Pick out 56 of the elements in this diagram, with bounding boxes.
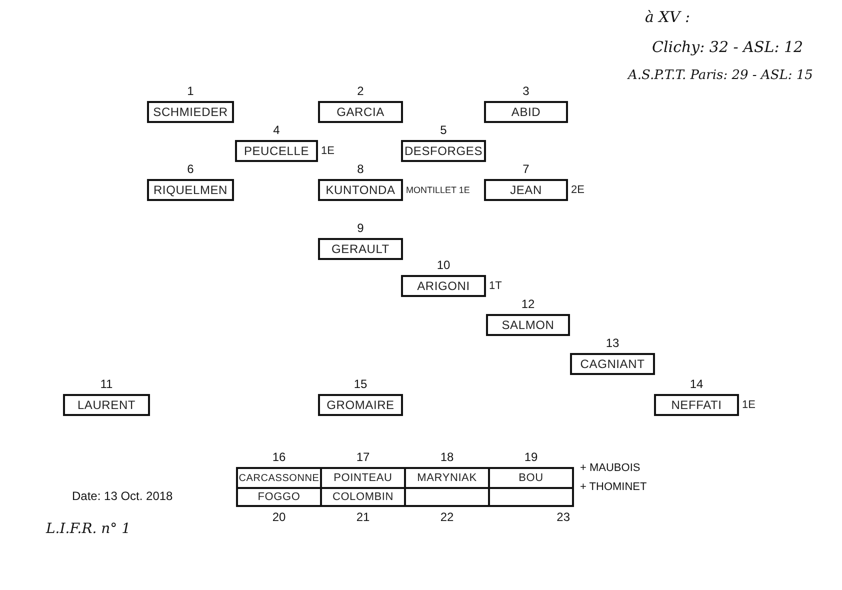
player-name: BOU [518, 472, 544, 484]
player-name: FOGGO [258, 491, 300, 503]
jersey-number: 3 [522, 84, 530, 98]
jersey-number: 16 [271, 450, 287, 464]
substitute-name: + THOMINET [580, 481, 647, 493]
player-name: RIQUELMEN [153, 183, 228, 197]
player-name: PEUCELLE [244, 144, 310, 158]
jersey-number: 4 [272, 123, 281, 137]
jersey-number: 20 [271, 510, 287, 524]
player-name: ARIGONI [417, 279, 470, 293]
player-name: POINTEAU [334, 472, 392, 484]
substitute-name: + MAUBOIS [580, 462, 640, 474]
match-date: Date: 13 Oct. 2018 [72, 489, 173, 503]
jersey-number: 9 [356, 221, 365, 235]
player-name: MARYNIAK [417, 472, 477, 484]
jersey-number: 21 [355, 510, 371, 524]
player-name: NEFFATI [671, 398, 722, 412]
jersey-number: 14 [688, 377, 704, 391]
jersey-number: 15 [352, 377, 368, 391]
jersey-number: 22 [439, 510, 455, 524]
jersey-number: 6 [186, 162, 195, 176]
section-heading: à XV : [645, 8, 690, 26]
jersey-number: 8 [356, 162, 365, 176]
player-name: COLOMBIN [332, 491, 394, 503]
side-note: 1E [321, 144, 334, 156]
jersey-number: 11 [99, 377, 114, 391]
player-name: CARCASSONNE [238, 472, 320, 484]
match-score: A.S.P.T.T. Paris: 29 - ASL: 15 [628, 68, 813, 83]
player-name: JEAN [510, 183, 542, 197]
league-reference: L.I.F.R. n° 1 [46, 521, 131, 537]
match-score: Clichy: 32 - ASL: 12 [652, 38, 804, 56]
jersey-number: 12 [520, 297, 536, 311]
player-name: SCHMIEDER [153, 105, 228, 119]
player-name: KUNTONDA [326, 183, 396, 197]
player-name: SALMON [502, 318, 554, 332]
jersey-number: 13 [604, 336, 620, 350]
side-note: 1T [489, 280, 502, 292]
player-name: DESFORGES [404, 144, 483, 158]
jersey-number: 7 [522, 162, 530, 176]
player-name: GROMAIRE [326, 398, 394, 412]
side-note: 1E [742, 398, 756, 410]
player-name: LAURENT [77, 398, 136, 412]
jersey-number: 5 [439, 123, 448, 137]
player-name: GERAULT [332, 242, 390, 256]
side-note: 2E [571, 184, 584, 196]
jersey-number: 23 [556, 510, 570, 524]
jersey-number: 18 [439, 450, 455, 464]
jersey-number: 17 [355, 450, 371, 464]
player-name: ABID [511, 105, 541, 119]
side-note: MONTILLET 1E [406, 184, 470, 194]
jersey-number: 10 [436, 258, 452, 272]
jersey-number: 1 [186, 84, 195, 98]
jersey-number: 2 [356, 84, 365, 98]
jersey-number: 19 [523, 450, 539, 464]
player-name: GARCIA [336, 105, 384, 119]
player-name: CAGNIANT [580, 357, 645, 371]
